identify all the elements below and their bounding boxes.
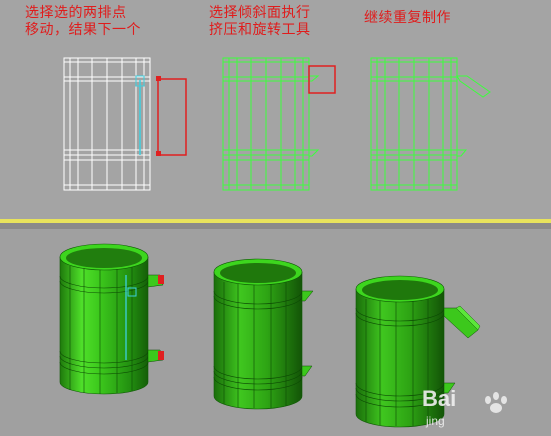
- viewport-active-border: [0, 219, 551, 223]
- shaded-mug-1[interactable]: [59, 243, 164, 395]
- caption-step-1: 选择选的两排点 移动，结果下一个: [25, 5, 141, 39]
- caption-step-1-line-1: 选择选的两排点: [25, 5, 127, 21]
- caption-step-2-line-2: 挤压和旋转工具: [209, 22, 311, 38]
- wireframe-mug-1[interactable]: [63, 57, 151, 191]
- selection-box-2: [308, 65, 336, 94]
- watermark-logo-mark: [485, 392, 507, 413]
- watermark-subtext: jing: [426, 414, 445, 428]
- caption-step-2-line-1: 选择倾斜面执行: [209, 5, 311, 21]
- viewport-divider[interactable]: [0, 223, 551, 229]
- wireframe-mug-3[interactable]: [370, 57, 491, 191]
- caption-step-2: 选择倾斜面执行 挤压和旋转工具: [209, 5, 311, 39]
- caption-step-3: 继续重复制作: [364, 10, 451, 27]
- shaded-mug-3[interactable]: [355, 275, 481, 428]
- wireframe-mug-2[interactable]: [222, 57, 320, 191]
- watermark-logo: Bai: [422, 386, 457, 411]
- selection-box-1: [157, 78, 187, 156]
- caption-step-3-line-1: 继续重复制作: [364, 10, 451, 26]
- shaded-mug-2[interactable]: [213, 258, 314, 410]
- caption-step-1-line-2: 移动，结果下一个: [25, 22, 141, 38]
